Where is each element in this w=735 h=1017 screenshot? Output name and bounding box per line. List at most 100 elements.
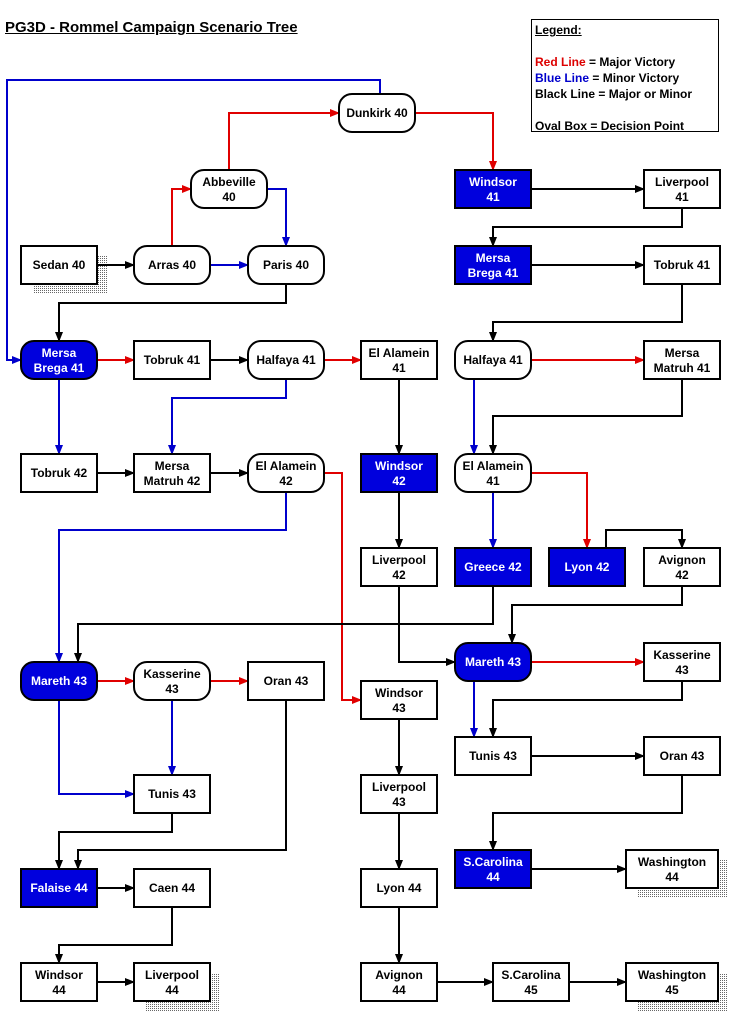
decision-oval [190,169,268,209]
edge-red-arras40-to-abbeville40 [171,185,192,246]
scenario-node-oran43[interactable]: Oran 43 [247,661,325,701]
scenario-box [360,680,438,720]
node-shadow [210,973,220,1011]
scenario-node-caen44[interactable]: Caen 44 [133,868,211,908]
scenario-node-label: Abbeville [202,175,256,189]
scenario-node-label: El Alamein [256,459,317,473]
edge-black-lyon42-to-avignon42 [605,529,686,549]
scenario-node-dunkirk40[interactable]: Dunkirk 40 [338,93,416,133]
scenario-node-label: 42 [675,568,689,582]
scenario-node-label: 42 [392,568,406,582]
scenario-box [643,340,721,380]
scenario-node-label: Mersa [665,346,700,360]
scenario-node-label: Paris 40 [263,258,309,272]
scenario-node-label: Avignon [658,553,706,567]
scenario-box [247,661,325,701]
page-title: PG3D - Rommel Campaign Scenario Tree [5,19,298,36]
scenario-node-label: 44 [52,983,66,997]
scenario-node-halfaya41[interactable]: Halfaya 41 [247,340,325,380]
scenario-node-oran43r[interactable]: Oran 43 [643,736,721,776]
scenario-node-sedan40[interactable]: Sedan 40 [20,245,98,285]
scenario-node-label: Washington [638,968,706,982]
decision-oval [454,453,532,493]
scenario-box [643,642,721,682]
edge-red-elalamein41r-to-lyon42 [531,472,591,549]
scenario-node-label: Lyon 44 [377,881,422,895]
scenario-node-label: 44 [392,983,406,997]
scenario-node-label: Sedan 40 [33,258,86,272]
scenario-box [133,962,211,1002]
decision-oval [338,93,416,133]
scenario-node-label: 40 [222,190,236,204]
legend-key-blue: Blue Line [535,71,590,85]
legend: Legend: Red Line = Major Victory Blue Li… [531,19,719,133]
scenario-node-label: 43 [392,701,406,715]
scenario-node-mareth43[interactable]: Mareth 43 [20,661,98,701]
scenario-box [625,962,719,1002]
scenario-node-lyon44[interactable]: Lyon 44 [360,868,438,908]
scenario-node-lyon42[interactable]: Lyon 42 [548,547,626,587]
scenario-node-label: Oran 43 [660,749,705,763]
node-shadow [718,973,728,1011]
scenario-node-label: Mareth 43 [31,674,87,688]
scenario-node-falaise44[interactable]: Falaise 44 [20,868,98,908]
scenario-node-label: 41 [486,474,500,488]
scenario-node-label: Liverpool [145,968,199,982]
node-shadow [146,1001,220,1011]
scenario-box [454,736,532,776]
scenario-node-arras40[interactable]: Arras 40 [133,245,211,285]
scenario-node-label: Matruh 42 [144,474,201,488]
scenario-node-greece42[interactable]: Greece 42 [454,547,532,587]
scenario-node-tobruk42[interactable]: Tobruk 42 [20,453,98,493]
scenario-node-label: Mersa [155,459,190,473]
scenario-box [360,340,438,380]
scenario-box [360,774,438,814]
scenario-node-label: 41 [675,190,689,204]
scenario-node-tobruk41r[interactable]: Tobruk 41 [643,245,721,285]
scenario-node-tunis43[interactable]: Tunis 43 [133,774,211,814]
scenario-node-tobruk41[interactable]: Tobruk 41 [133,340,211,380]
scenario-node-halfaya41r[interactable]: Halfaya 41 [454,340,532,380]
scenario-box [454,245,532,285]
scenario-box [643,169,721,209]
scenario-node-label: Brega 41 [34,361,85,375]
edge-blue-dunkirk40-to-mersabrega41 [6,79,381,364]
scenario-node-label: 44 [665,870,679,884]
scenario-box [133,774,211,814]
scenario-node-tunis43r[interactable]: Tunis 43 [454,736,532,776]
decision-oval [247,340,325,380]
scenario-box [133,868,211,908]
scenario-node-mareth43r[interactable]: Mareth 43 [454,642,532,682]
scenario-node-paris40[interactable]: Paris 40 [247,245,325,285]
scenario-node-label: Halfaya 41 [256,353,316,367]
scenario-node-label: Dunkirk 40 [346,106,408,120]
node-shadow [718,860,728,898]
scenario-node-label: Tobruk 42 [31,466,88,480]
scenario-node-label: Tunis 43 [148,787,196,801]
legend-note: Oval Box = Decision Point [535,119,685,133]
